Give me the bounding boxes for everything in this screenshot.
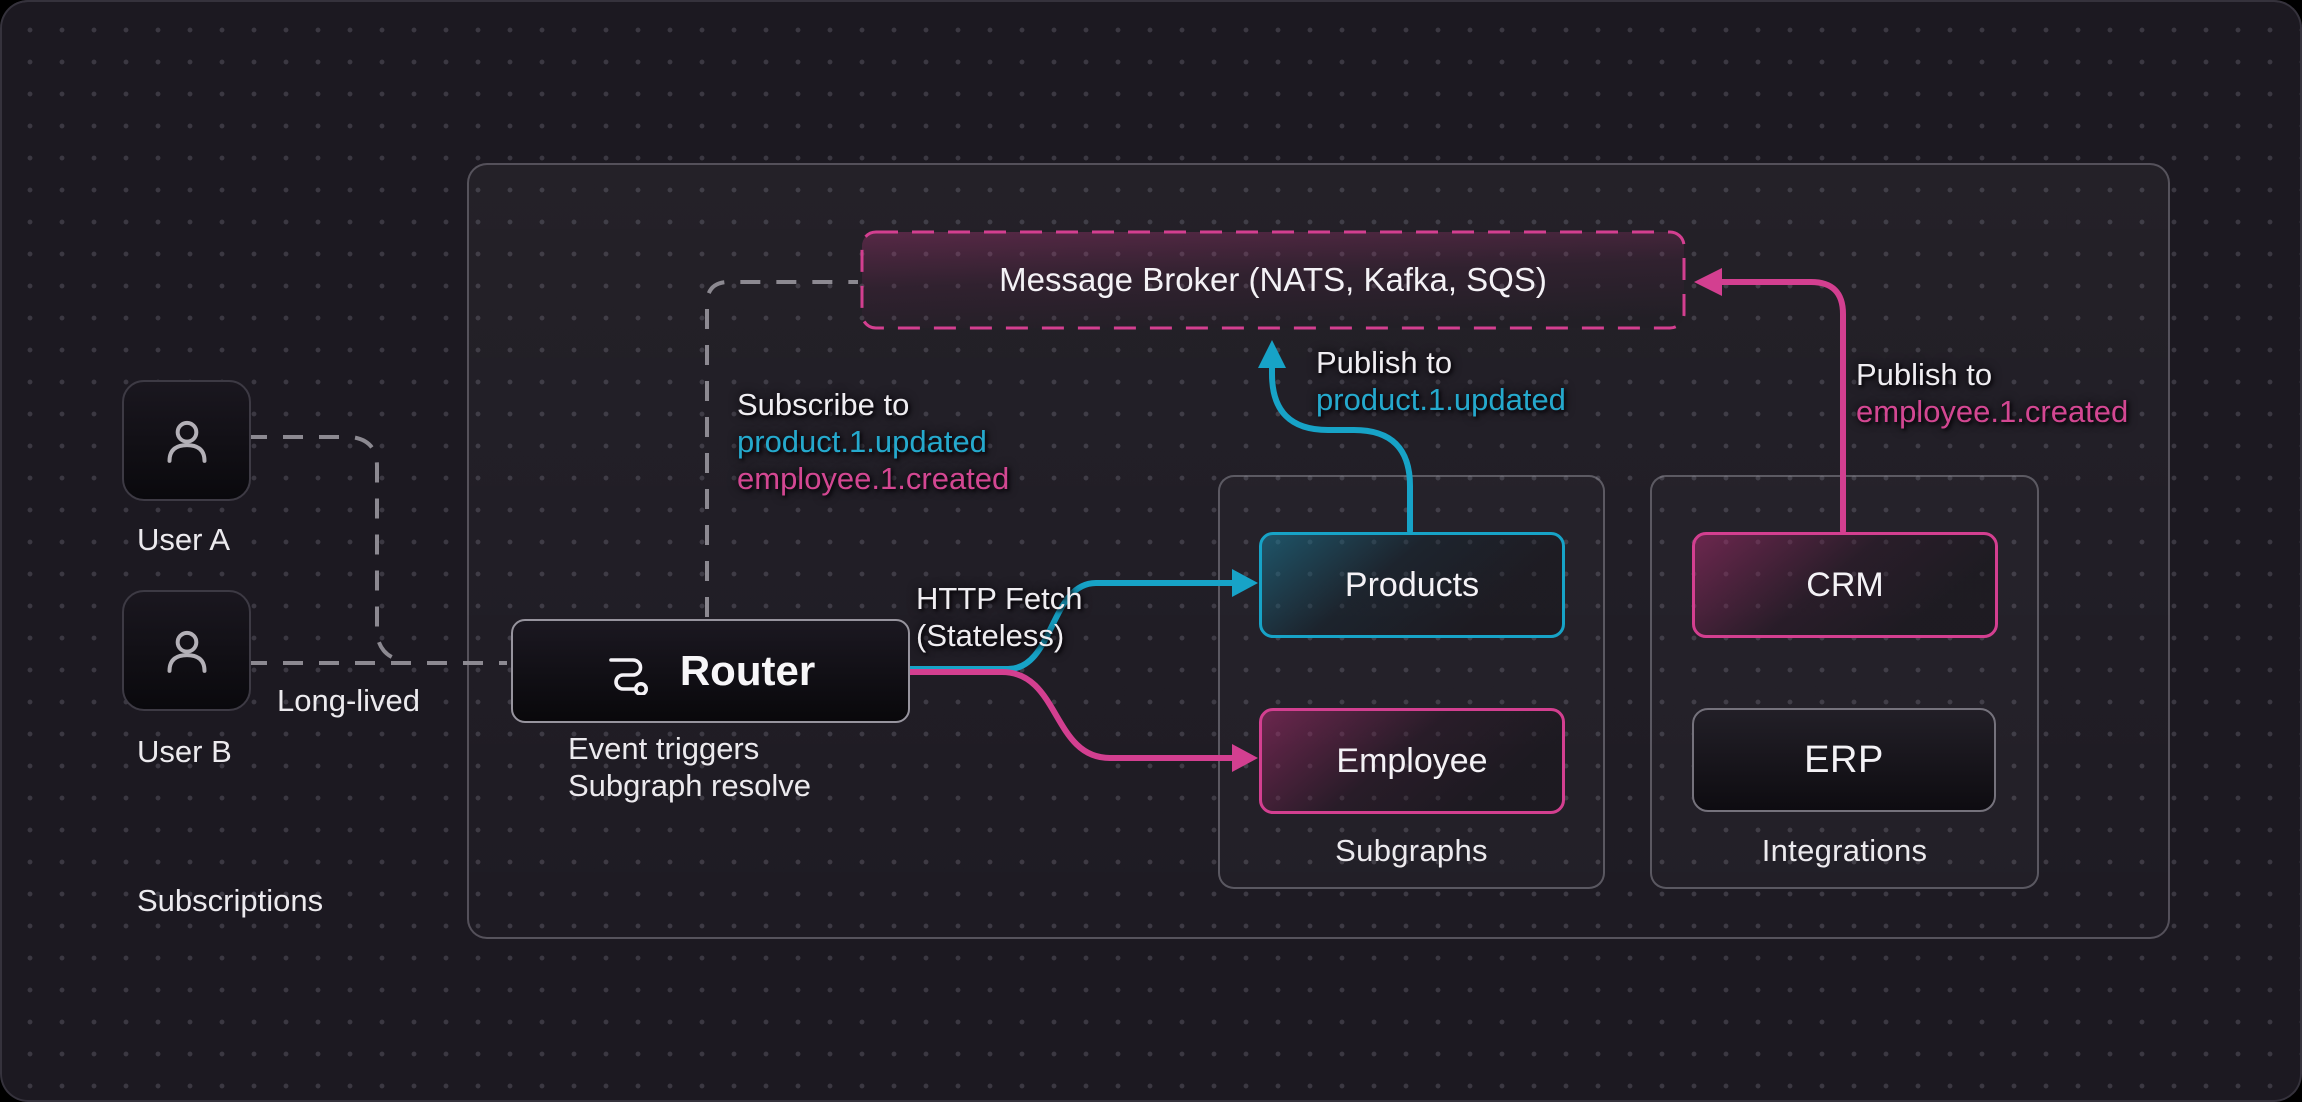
integrations-label: Integrations — [1761, 833, 1928, 868]
subscribe-note-line2: product.1.updated — [737, 424, 987, 459]
erp-node: ERP — [1692, 708, 1996, 812]
router-annotation-line2: Subgraph resolve — [568, 768, 811, 803]
message-broker-node: Message Broker (NATS, Kafka, SQS) — [862, 232, 1684, 328]
employee-node: Employee — [1259, 708, 1565, 814]
crm-node: CRM — [1692, 532, 1998, 638]
subgraphs-label: Subgraphs — [1335, 833, 1488, 868]
user-a-label: User A — [137, 522, 231, 557]
publish-product-note-line2: product.1.updated — [1316, 382, 1566, 417]
products-node: Products — [1259, 532, 1565, 638]
subscriptions-label: Subscriptions — [137, 883, 324, 918]
user-a-avatar — [122, 380, 251, 501]
long-lived-label: Long-lived — [277, 683, 421, 718]
router-annotation: Event triggers Subgraph resolve — [568, 730, 811, 804]
message-broker-label: Message Broker (NATS, Kafka, SQS) — [999, 261, 1547, 298]
user-b-label: User B — [137, 734, 232, 769]
http-fetch-note-line2: (Stateless) — [916, 618, 1065, 653]
user-a-subscription-line — [247, 435, 405, 663]
erp-label: ERP — [1804, 738, 1884, 781]
subscribe-note-line3: employee.1.created — [737, 461, 1010, 496]
employee-label: Employee — [1336, 741, 1488, 780]
publish-product-note: Publish to product.1.updated — [1316, 344, 1566, 418]
router-annotation-line1: Event triggers — [568, 731, 760, 766]
router-node: Router — [511, 619, 910, 723]
publish-employee-note: Publish to employee.1.created — [1856, 356, 2128, 430]
http-fetch-note: HTTP Fetch (Stateless) — [916, 580, 1083, 654]
router-label: Router — [679, 647, 816, 694]
user-b-avatar — [122, 590, 251, 711]
publish-employee-note-line1: Publish to — [1856, 357, 1993, 392]
products-label: Products — [1344, 565, 1480, 604]
http-fetch-note-line1: HTTP Fetch — [916, 581, 1083, 616]
subscribe-note: Subscribe to product.1.updated employee.… — [737, 386, 1009, 497]
person-icon — [167, 630, 206, 673]
crm-label: CRM — [1806, 565, 1884, 604]
person-icon — [167, 420, 206, 463]
publish-product-note-line1: Publish to — [1316, 345, 1453, 380]
publish-employee-note-line2: employee.1.created — [1856, 394, 2129, 429]
route-icon — [609, 658, 648, 695]
subscribe-note-line1: Subscribe to — [737, 387, 910, 422]
